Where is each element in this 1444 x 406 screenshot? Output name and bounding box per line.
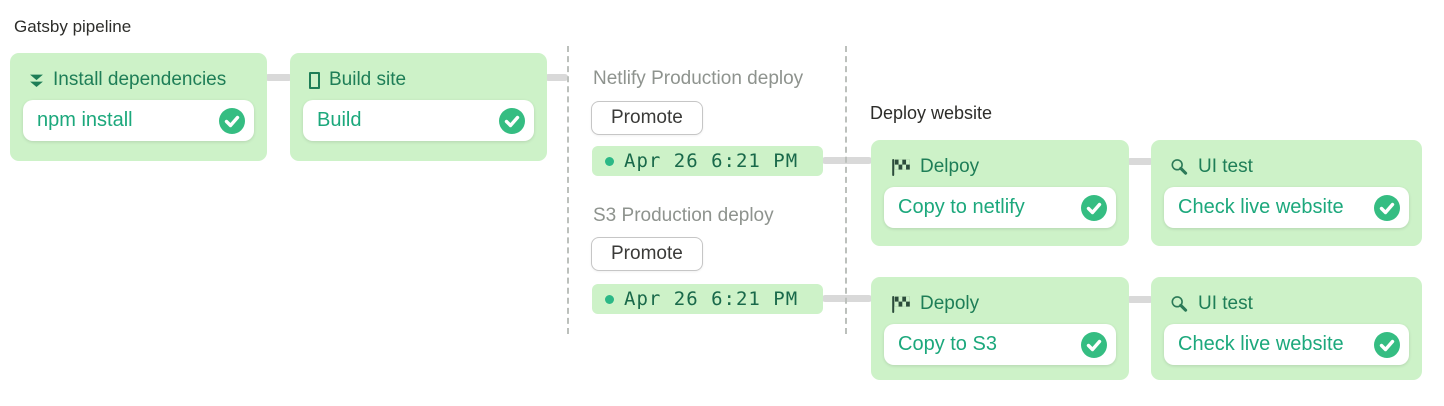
- card-ui-test-header: UI test: [1170, 154, 1409, 180]
- card-depoly-title: Depoly: [920, 293, 980, 314]
- card-build-header: Build site: [309, 67, 534, 93]
- checkered-flag-icon: [892, 158, 910, 176]
- connector-s3-depoly: [822, 295, 872, 302]
- connector-delpoy-uitest: [1127, 158, 1153, 165]
- card-ui-test-header: UI test: [1170, 291, 1409, 317]
- connector-install-build: [265, 74, 292, 81]
- action-copy-to-netlify[interactable]: Copy to netlify: [884, 187, 1116, 228]
- action-build[interactable]: Build: [303, 100, 534, 141]
- success-check-icon: [499, 107, 525, 134]
- card-ui-test-netlify: UI test Check live website: [1151, 140, 1422, 246]
- action-check-live-website[interactable]: Check live website: [1164, 324, 1409, 365]
- netlify-run-timestamp: Apr 26 6:21 PM: [624, 150, 799, 172]
- action-copy-to-s3-label: Copy to S3: [898, 333, 997, 355]
- card-delpoy-netlify: Delpoy Copy to netlify: [871, 140, 1129, 246]
- card-delpoy-title: Delpoy: [920, 156, 980, 177]
- run-status-dot: [605, 156, 614, 166]
- connector-netlify-delpoy: [822, 157, 872, 164]
- action-build-label: Build: [317, 109, 362, 131]
- magnifier-icon: [1171, 295, 1188, 312]
- netlify-run-pill[interactable]: Apr 26 6:21 PM: [592, 146, 823, 176]
- s3-run-pill[interactable]: Apr 26 6:21 PM: [592, 284, 823, 314]
- connector-depoly-uitest: [1127, 296, 1153, 303]
- stage-divider-right: [845, 46, 847, 334]
- card-install-header: Install dependencies: [29, 67, 254, 93]
- connector-build-promote: [545, 74, 568, 81]
- netlify-deploy-heading: Netlify Production deploy: [593, 68, 804, 89]
- run-status-dot: [605, 294, 614, 304]
- page-title: Gatsby pipeline: [14, 17, 132, 36]
- missing-glyph-icon: [309, 71, 320, 89]
- card-ui-test-title: UI test: [1198, 293, 1253, 314]
- card-build-title: Build site: [329, 69, 407, 90]
- action-check-live-website-label: Check live website: [1178, 333, 1344, 355]
- success-check-icon: [1374, 194, 1400, 221]
- s3-deploy-heading: S3 Production deploy: [593, 205, 774, 226]
- card-install-title: Install dependencies: [53, 69, 227, 90]
- action-copy-to-s3[interactable]: Copy to S3: [884, 324, 1116, 365]
- card-delpoy-header: Delpoy: [890, 154, 1116, 180]
- card-depoly-s3: Depoly Copy to S3: [871, 277, 1129, 380]
- success-check-icon: [1081, 194, 1107, 221]
- magnifier-icon: [1171, 158, 1188, 175]
- card-ui-test-s3: UI test Check live website: [1151, 277, 1422, 380]
- promote-s3-button[interactable]: Promote: [591, 237, 703, 271]
- action-check-live-website[interactable]: Check live website: [1164, 187, 1409, 228]
- deploy-website-heading: Deploy website: [870, 103, 993, 123]
- s3-run-timestamp: Apr 26 6:21 PM: [624, 288, 799, 310]
- action-npm-install-label: npm install: [37, 109, 133, 131]
- action-copy-to-netlify-label: Copy to netlify: [898, 196, 1025, 218]
- success-check-icon: [1081, 331, 1107, 358]
- card-build-site: Build site Build: [290, 53, 547, 161]
- action-check-live-website-label: Check live website: [1178, 196, 1344, 218]
- checkered-flag-icon: [892, 295, 910, 313]
- card-depoly-header: Depoly: [890, 291, 1116, 317]
- action-npm-install[interactable]: npm install: [23, 100, 254, 141]
- promote-netlify-button[interactable]: Promote: [591, 101, 703, 135]
- double-chevron-down-icon: [30, 74, 43, 87]
- card-ui-test-title: UI test: [1198, 156, 1253, 177]
- success-check-icon: [1374, 331, 1400, 358]
- success-check-icon: [219, 107, 245, 134]
- stage-divider-left: [567, 46, 569, 334]
- card-install-dependencies: Install dependencies npm install: [10, 53, 267, 161]
